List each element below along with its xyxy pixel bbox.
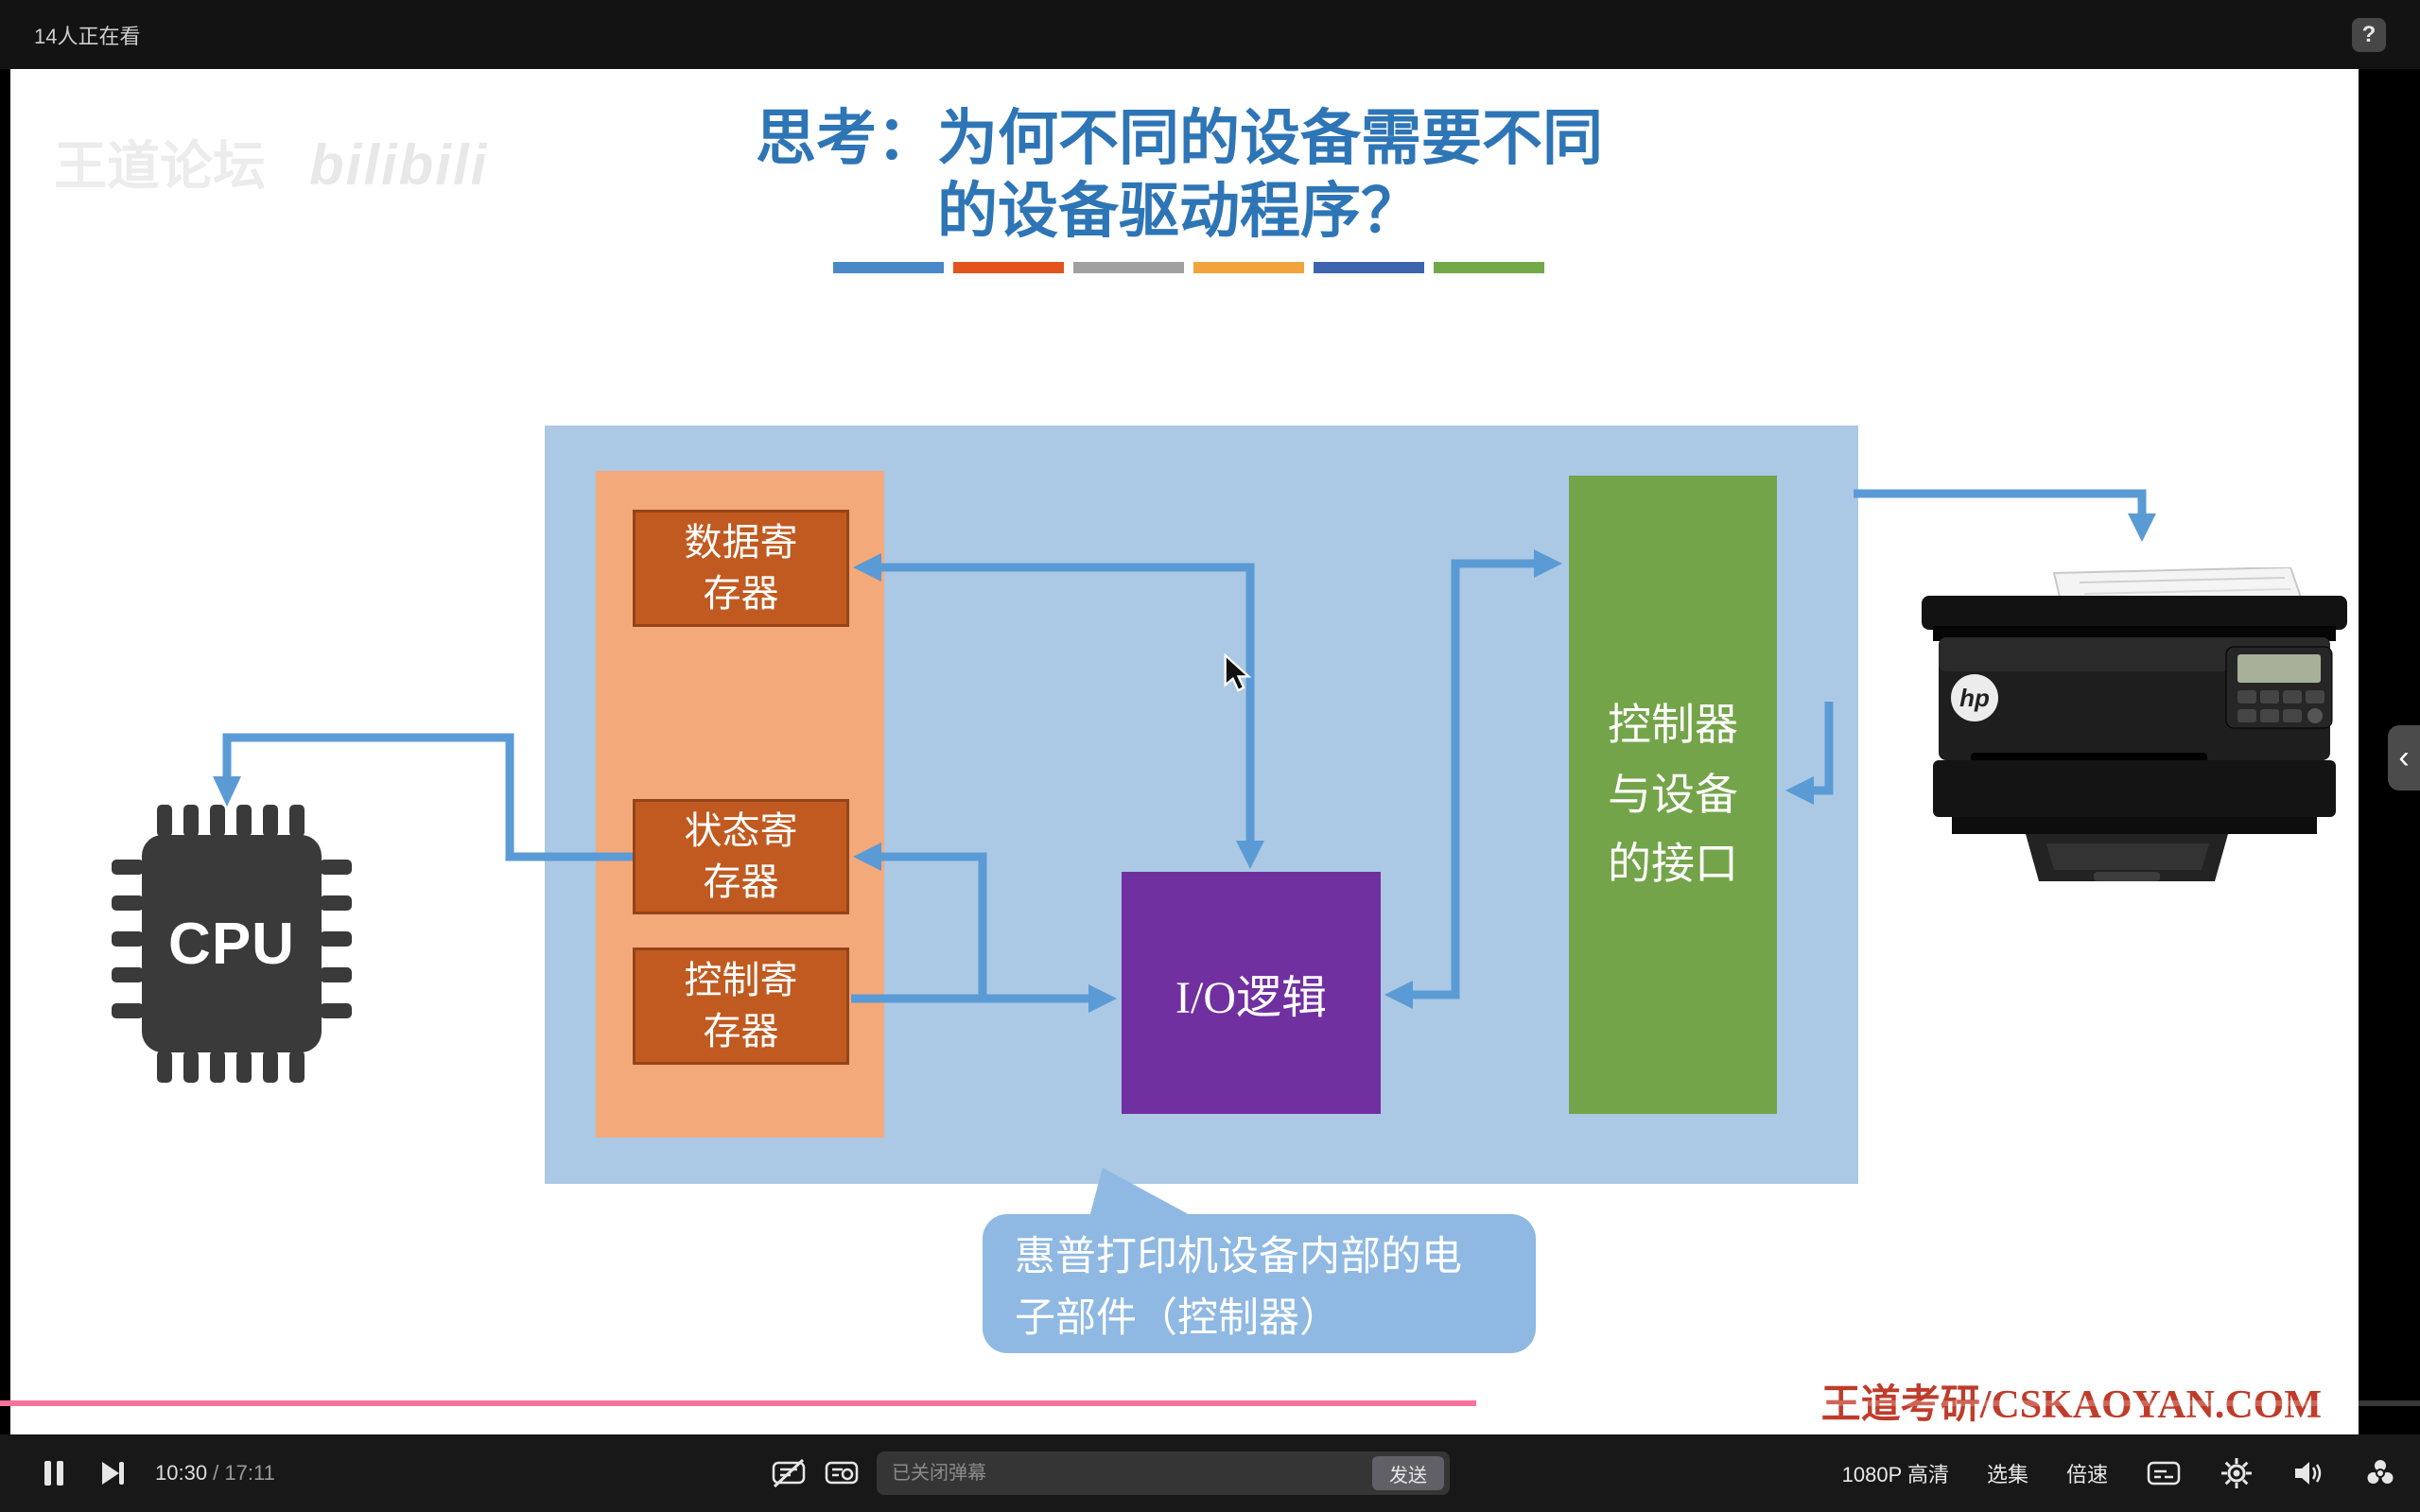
player-settings: 1080P 高清 选集 倍速 (1842, 1434, 2397, 1512)
hp-logo-badge (1951, 674, 1998, 721)
device-interface-box: 控制器 与设备 的接口 (1569, 476, 1777, 1114)
episodes-button[interactable]: 选集 (1986, 1463, 2028, 1486)
slide-title: 思考：为何不同的设备需要不同 的设备驱动程序？ (0, 103, 2359, 249)
danmaku-input[interactable] (877, 1462, 1372, 1485)
progress-bar[interactable] (0, 1400, 2420, 1406)
watermark-text: 王道论坛 (54, 138, 266, 197)
volume-icon (2295, 1462, 2322, 1485)
control-register-box: 控制寄 存器 (633, 947, 849, 1065)
playback-controls: 10:30 / 17:11 (38, 1434, 275, 1512)
mouse-cursor (1224, 653, 1252, 692)
danmaku-controls: 发送 (771, 1434, 1450, 1512)
progress-played (0, 1400, 1476, 1406)
chevron-left-icon: ‹ (2398, 739, 2410, 775)
speech-bubble-tail (1089, 1168, 1193, 1217)
next-icon (102, 1462, 124, 1485)
danmaku-off-icon (772, 1458, 806, 1488)
help-button[interactable]: ? (2352, 17, 2386, 52)
settings-button[interactable] (2220, 1456, 2254, 1490)
letterbox-left (0, 69, 10, 1434)
time-display: 10:30 / 17:11 (155, 1461, 275, 1486)
watermark: 王道论坛 bilibili (54, 124, 488, 200)
speed-button[interactable]: 倍速 (2065, 1463, 2108, 1486)
title-underline (833, 262, 1544, 273)
next-episode-button[interactable] (96, 1457, 129, 1489)
danmaku-input-wrap: 发送 (877, 1451, 1450, 1495)
slide-title-line1: 思考：为何不同的设备需要不同 (756, 105, 1603, 172)
pause-icon (44, 1461, 63, 1486)
wide-screen-icon (2367, 1460, 2394, 1484)
viewers-count: 14人正在看 (34, 24, 141, 48)
danmaku-settings-button[interactable] (824, 1457, 860, 1489)
danmaku-toggle-button[interactable] (771, 1457, 807, 1489)
control-bar: 10:30 / 17:11 (0, 1434, 2420, 1512)
subtitle-button[interactable] (2146, 1457, 2182, 1489)
data-register-box: 数据寄 存器 (633, 510, 849, 627)
time-separator: / (207, 1461, 225, 1485)
player-top-bar: 14人正在看 ? (0, 0, 2420, 69)
hp-logo: hp (1959, 684, 1990, 712)
subtitle-icon (2147, 1461, 2181, 1486)
printer-buttons (2237, 690, 2324, 723)
time-total: 17:11 (224, 1461, 275, 1485)
underline-segment (1073, 262, 1184, 273)
bilibili-logo: bilibili (309, 133, 489, 197)
time-current: 10:30 (155, 1461, 208, 1485)
cpu-chip: CPU (142, 835, 322, 1052)
quality-button[interactable]: 1080P 高清 (1841, 1463, 1949, 1486)
volume-button[interactable] (2291, 1457, 2325, 1489)
video-area[interactable]: 王道论坛 bilibili 思考：为何不同的设备需要不同 的设备驱动程序？ 数据… (0, 69, 2420, 1434)
printer-image: hp (1922, 567, 2347, 881)
pause-button[interactable] (38, 1457, 70, 1489)
underline-segment (1314, 262, 1424, 273)
brand-footer: 王道考研/CSKAOYAN.COM (1820, 1383, 2322, 1427)
cpu-label: CPU (168, 911, 295, 977)
io-logic-box: I/O逻辑 (1122, 872, 1381, 1114)
underline-segment (1193, 262, 1304, 273)
underline-segment (833, 262, 944, 273)
gear-icon (2221, 1458, 2252, 1488)
wide-screen-button[interactable] (2363, 1456, 2397, 1490)
send-button[interactable]: 发送 (1372, 1456, 1444, 1490)
slide-title-line2: 的设备驱动程序？ (937, 177, 1421, 245)
speech-bubble: 惠普打印机设备内部的电 子部件（控制器） (983, 1214, 1536, 1353)
danmaku-settings-icon (825, 1461, 859, 1485)
underline-segment (953, 262, 1064, 273)
underline-segment (1434, 262, 1544, 273)
side-panel-toggle[interactable]: ‹ (2388, 725, 2420, 791)
status-register-box: 状态寄 存器 (633, 799, 849, 914)
